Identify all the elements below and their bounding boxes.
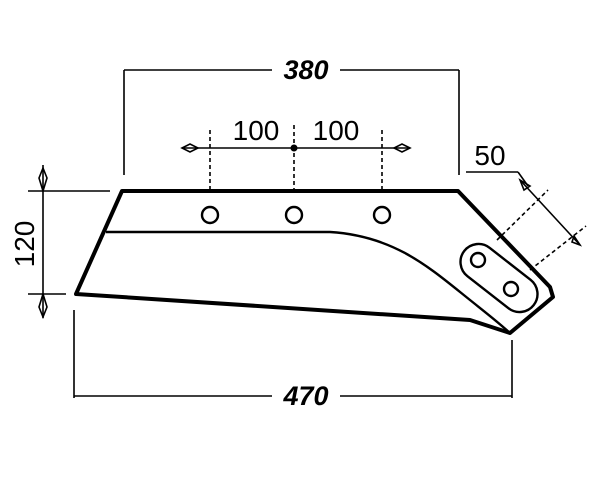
slot-plate xyxy=(459,242,539,314)
slot-hole-upper xyxy=(469,251,487,269)
dim-470: 470 xyxy=(73,310,513,411)
dim-100-left-label: 100 xyxy=(233,115,280,146)
slot-outline xyxy=(459,242,539,314)
dim-120: 120 xyxy=(9,165,110,320)
share-bevel-line xyxy=(106,230,511,334)
slot-hole-lower xyxy=(502,280,520,298)
dim-380-label: 380 xyxy=(283,55,328,85)
dim-hole-spacing: 100 100 xyxy=(180,115,412,190)
dim-470-label: 470 xyxy=(282,381,328,411)
dim-50-label: 50 xyxy=(474,140,505,171)
share-body xyxy=(74,189,555,335)
dim-50: 50 xyxy=(466,140,587,271)
hole-right xyxy=(372,205,392,225)
dim-100-right-label: 100 xyxy=(313,115,360,146)
mounting-holes xyxy=(200,205,392,225)
dim-380: 380 xyxy=(123,55,460,175)
dim-120-label: 120 xyxy=(9,221,40,268)
hole-left xyxy=(200,205,220,225)
hole-center xyxy=(284,205,304,225)
share-outline xyxy=(74,189,555,335)
